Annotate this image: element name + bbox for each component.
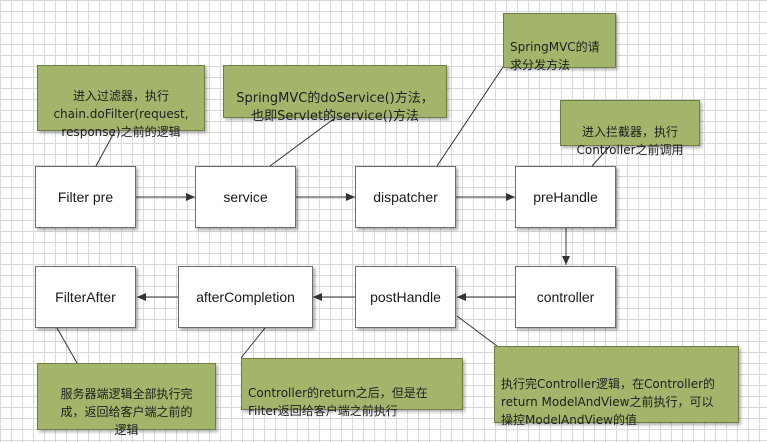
controller-label: controller bbox=[536, 289, 595, 305]
note-filter-pre-text: 进入过滤器，执行 chain.doFilter(request, respons… bbox=[53, 89, 189, 139]
prehandle-label: preHandle bbox=[533, 189, 598, 205]
posthandle-box: postHandle bbox=[355, 266, 456, 328]
leader-prehandle bbox=[591, 145, 611, 167]
note-posthandle-text: 执行完Controller逻辑，在Controller的 return Mode… bbox=[501, 377, 716, 427]
note-filterafter-text: 服务器端逻辑全部执行完 成，返回给客户端之前的 逻辑 bbox=[60, 387, 193, 437]
controller-box: controller bbox=[515, 266, 616, 328]
leader-posthandle bbox=[456, 315, 498, 347]
filterafter-box: FilterAfter bbox=[35, 266, 136, 328]
leader-aftercompletion bbox=[240, 327, 266, 359]
note-posthandle: 执行完Controller逻辑，在Controller的 return Mode… bbox=[494, 346, 739, 427]
note-service: SpringMVC的doService()方法， 也即Servlet的servi… bbox=[223, 65, 447, 124]
note-prehandle: 进入拦截器，执行 Controller之前调用 bbox=[560, 100, 700, 157]
dispatcher-box: dispatcher bbox=[355, 166, 456, 228]
note-dispatcher-text: SpringMVC的请 求分发方法 bbox=[510, 40, 600, 72]
note-dispatcher: SpringMVC的请 求分发方法 bbox=[503, 13, 616, 72]
note-filter-pre: 进入过滤器，执行 chain.doFilter(request, respons… bbox=[37, 65, 205, 139]
aftercompletion-box: afterCompletion bbox=[178, 266, 313, 328]
service-label: service bbox=[223, 189, 268, 205]
note-filterafter: 服务器端逻辑全部执行完 成，返回给客户端之前的 逻辑 bbox=[37, 363, 216, 437]
filter-pre-label: Filter pre bbox=[57, 189, 114, 205]
note-aftercompletion: Controller的return之后，但是在 Filter返回给客户端之前执行 bbox=[241, 358, 463, 418]
leader-filter-pre bbox=[95, 130, 116, 167]
leader-filterafter bbox=[56, 327, 78, 364]
dispatcher-label: dispatcher bbox=[373, 189, 438, 205]
leader-service bbox=[269, 117, 336, 167]
note-service-text: SpringMVC的doService()方法， 也即Servlet的servi… bbox=[236, 91, 434, 124]
filter-pre-box: Filter pre bbox=[35, 166, 136, 228]
note-aftercompletion-text: Controller的return之后，但是在 Filter返回给客户端之前执行 bbox=[248, 386, 428, 418]
service-box: service bbox=[195, 166, 296, 228]
filterafter-label: FilterAfter bbox=[55, 289, 116, 305]
posthandle-label: postHandle bbox=[370, 289, 441, 305]
prehandle-box: preHandle bbox=[515, 166, 616, 228]
leader-dispatcher bbox=[436, 66, 504, 167]
note-prehandle-text: 进入拦截器，执行 Controller之前调用 bbox=[576, 125, 684, 157]
aftercompletion-label: afterCompletion bbox=[196, 289, 295, 305]
